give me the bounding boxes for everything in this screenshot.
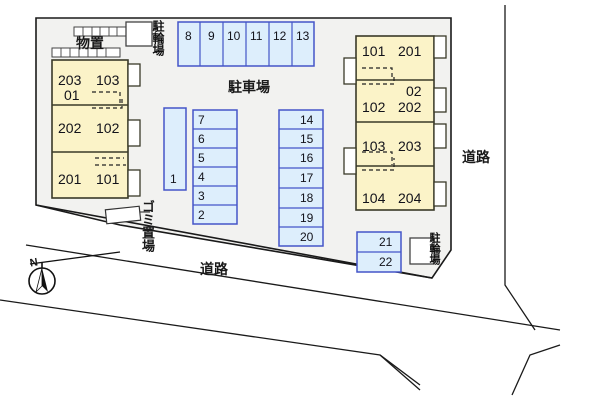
unit-label: 103 [96,72,120,88]
parking-space-number[interactable]: 16 [300,151,314,165]
parking-space-number[interactable]: 1 [170,172,177,186]
compass-rose [28,251,121,295]
unit-label: 102 [96,120,120,136]
road-label-east: 道路 [462,149,490,165]
parking-space-number[interactable]: 7 [198,113,205,127]
unit-label: 202 [398,99,422,115]
parking-space-number[interactable]: 8 [185,29,192,43]
unit-label: 204 [398,190,422,206]
parking-space-number[interactable]: 10 [227,29,241,43]
parking-space-number[interactable]: 4 [198,170,205,184]
parking-space-number[interactable]: 9 [208,29,215,43]
parking-space-number[interactable]: 2 [198,208,205,222]
unit-label: 103 [362,138,386,154]
parking-space-number[interactable]: 12 [273,29,287,43]
road-south-spur [379,354,421,391]
storage-strip-group [51,26,127,58]
road-south-upper-edge [25,244,561,331]
unit-label: 102 [362,99,386,115]
parking-space-number[interactable]: 22 [379,255,393,269]
road-label-south: 道路 [200,261,228,277]
road-south-lower-edge [0,299,421,386]
unit-label: 203 [398,138,422,154]
parking-lot-label: 駐車場 [228,79,270,95]
parking-space-number[interactable]: 18 [300,191,314,205]
parking-space-number[interactable]: 14 [300,113,314,127]
parking-space-number[interactable]: 21 [379,235,393,249]
road-southeast-branch [511,344,561,396]
parking-space-number[interactable]: 13 [296,29,310,43]
parking-space-1-box [163,107,187,191]
bicycle-parking-label: 駐輪場 [151,20,165,56]
unit-label: 02 [406,83,422,99]
right-building-group [343,35,447,211]
compass-north-label: N [28,256,39,270]
parking-bottom-pair-group [356,231,402,273]
parking-space-number[interactable]: 15 [300,132,314,146]
unit-label: 101 [96,171,120,187]
parking-middle-column-group [192,109,238,225]
unit-label: 203 [58,72,82,88]
unit-label: 101 [362,43,386,59]
garbage-area-label: ゴミ置場 [140,200,155,252]
parking-space-number[interactable]: 20 [300,230,314,244]
unit-label: 01 [64,87,80,103]
bicycle-parking-north-box [125,21,160,47]
left-building-group [51,59,141,199]
parking-space-number[interactable]: 5 [198,151,205,165]
parking-right-column-group [278,109,324,247]
unit-label: 201 [58,171,82,187]
parking-space-number[interactable]: 3 [198,189,205,203]
parking-top-row-group [177,21,315,67]
unit-label: 201 [398,43,422,59]
parking-space-number[interactable]: 17 [300,171,314,185]
garbage-area-box [104,205,150,225]
storage-label: 物置 [76,35,104,51]
unit-label: 202 [58,120,82,136]
parking-space-number[interactable]: 6 [198,132,205,146]
road-east-edge [504,5,536,331]
bicycle-parking-label: 駐輪場 [428,232,440,265]
bicycle-parking-south-box [409,237,441,265]
parking-space-number[interactable]: 11 [250,29,263,43]
parking-space-number[interactable]: 19 [300,211,314,225]
unit-label: 104 [362,190,386,206]
